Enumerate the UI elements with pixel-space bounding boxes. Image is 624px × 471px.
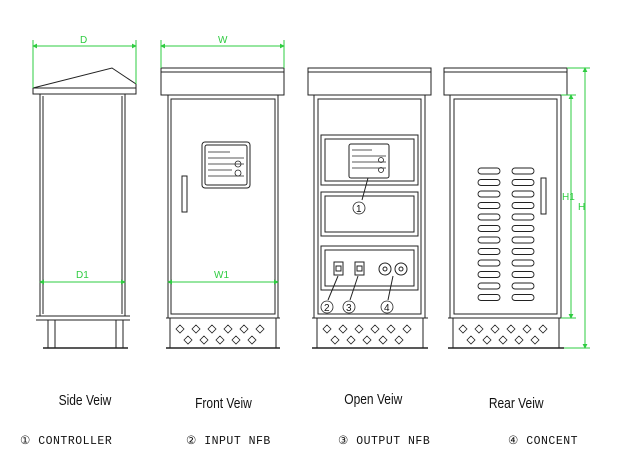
vent-slot xyxy=(477,248,501,255)
legend-mark: ① xyxy=(20,435,31,448)
vent-slot xyxy=(477,282,501,290)
legend-text: INPUT NFB xyxy=(204,435,271,448)
open-view-label: Open Veiw xyxy=(344,391,403,408)
vent-slot xyxy=(477,167,501,175)
rear-view-label: Rear Veiw xyxy=(488,395,544,412)
side-view xyxy=(32,67,137,349)
vent-slot xyxy=(511,213,535,221)
legend-text: CONCENT xyxy=(526,435,579,448)
vent-slot xyxy=(477,190,501,198)
vent-slot xyxy=(511,202,535,209)
vent-slot xyxy=(511,271,535,278)
legend-mark: ③ xyxy=(338,435,349,448)
legend-input-nfb: ② INPUT NFB xyxy=(186,433,271,448)
side-view-label: Side Veiw xyxy=(58,392,112,409)
marker-4: 4 xyxy=(384,303,390,314)
legend-text: CONTROLLER xyxy=(38,435,113,448)
legend-concent: ④ CONCENT xyxy=(508,433,578,448)
vent-slot xyxy=(477,271,501,278)
dim-label-d1: D1 xyxy=(76,270,89,281)
vent-slot xyxy=(477,259,501,267)
dim-label-w1: W1 xyxy=(214,270,229,281)
marker-2: 2 xyxy=(324,303,330,314)
front-view xyxy=(160,67,285,349)
marker-3: 3 xyxy=(346,303,352,314)
vent-slot xyxy=(511,282,535,290)
vent-slot xyxy=(477,202,501,209)
vent-slot xyxy=(511,190,535,198)
vent-slot xyxy=(477,294,501,301)
vent-slot xyxy=(477,236,501,244)
marker-circles xyxy=(320,201,394,314)
dim-label-d: D xyxy=(80,35,87,46)
legend-controller: ① CONTROLLER xyxy=(20,433,112,448)
dim-label-h: H xyxy=(578,202,585,213)
front-view-label: Front Veiw xyxy=(195,395,252,412)
open-view xyxy=(307,67,432,349)
vent-slot xyxy=(511,236,535,244)
vent-slot xyxy=(477,179,501,186)
dimension-lines xyxy=(32,40,590,349)
vent-slot xyxy=(477,213,501,221)
vent-slot xyxy=(511,167,535,175)
legend-output-nfb: ③ OUTPUT NFB xyxy=(338,433,430,448)
legend-mark: ④ xyxy=(508,435,519,448)
legend-text: OUTPUT NFB xyxy=(356,435,431,448)
rear-view xyxy=(443,67,568,349)
vent-slot xyxy=(511,248,535,255)
dim-label-w: W xyxy=(218,35,228,46)
vent-slot xyxy=(511,225,535,232)
dim-label-h1: H1 xyxy=(562,192,575,203)
legend-mark: ② xyxy=(186,435,197,448)
vent-slot xyxy=(511,294,535,301)
vent-slot xyxy=(477,225,501,232)
vent-slot xyxy=(511,179,535,186)
vent-slot xyxy=(511,259,535,267)
marker-1: 1 xyxy=(356,204,362,215)
